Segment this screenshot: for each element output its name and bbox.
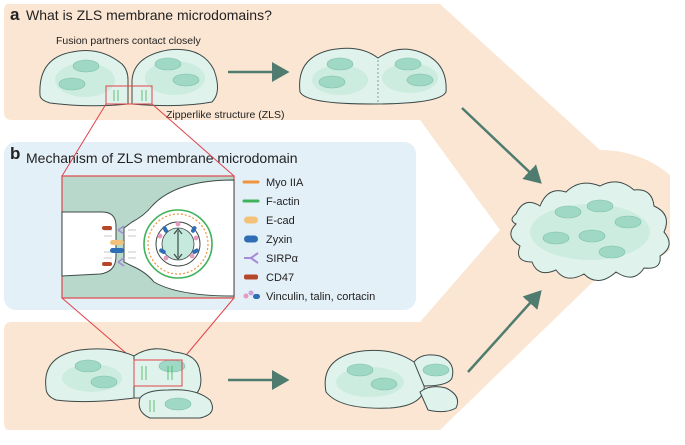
nucleus-icon (318, 75, 346, 89)
legend-swatch-icon (244, 274, 258, 280)
legend-label: E-cad (266, 215, 295, 227)
nucleus-icon (90, 375, 118, 389)
nucleus-icon (406, 73, 434, 87)
nucleus-icon (164, 397, 192, 411)
panel-b-letter: b (10, 144, 20, 163)
nucleus-icon (172, 73, 200, 87)
zls-highlight-box (105, 85, 153, 105)
nucleus-icon (394, 57, 422, 71)
nucleus-icon (346, 363, 374, 377)
legend-label: Vinculin, talin, cortacin (266, 291, 375, 303)
cell-group-bottom-right (324, 349, 459, 413)
arrow-diagonal-down-icon (461, 107, 542, 184)
legend-item: Zyxin (244, 234, 292, 246)
panel-a-letter: a (10, 5, 20, 24)
legend-item: Myo IIA (242, 177, 304, 189)
legend-swatch-icon (243, 290, 260, 299)
top-background-band (4, 4, 670, 430)
legend-item: Vinculin, talin, cortacin (243, 290, 375, 303)
nucleus-icon (74, 359, 102, 373)
legend-swatch-icon (244, 216, 258, 224)
arrow-diagonal-up-icon (467, 290, 542, 373)
zoom-line (61, 103, 107, 177)
legend-item: E-cad (244, 215, 295, 227)
nucleus-icon (72, 59, 100, 73)
legend-swatch-icon (244, 252, 259, 264)
legend-label: CD47 (266, 272, 294, 284)
nucleus-icon (578, 229, 606, 243)
zoom-line (181, 297, 235, 361)
zoom-line (61, 297, 135, 361)
nucleus-icon (326, 57, 354, 71)
zls-highlight-box (133, 359, 183, 387)
mechanism-inset (61, 175, 235, 299)
legend-item: F-actin (242, 196, 300, 208)
legend-label: SIRPα (266, 253, 299, 265)
legend-label: Myo IIA (266, 177, 304, 189)
zoom-line (151, 103, 235, 177)
nucleus-icon (542, 231, 570, 245)
cell-pair-fusing (299, 47, 447, 105)
nucleus-icon (154, 57, 182, 71)
nucleus-icon (586, 199, 614, 213)
legend: Myo IIA F-actinE-cadZyxinSIRPαCD47Vinculi… (242, 177, 375, 303)
legend-item: SIRPα (244, 252, 299, 265)
multinucleated-cell (510, 181, 670, 281)
legend-label: F-actin (266, 196, 300, 208)
nucleus-icon (554, 205, 582, 219)
panel-a-subtitle: Fusion partners contact closely (56, 35, 201, 47)
legend-swatch-icon (244, 235, 258, 243)
legend-label: Zyxin (266, 234, 292, 246)
panel-b-title: Mechanism of ZLS membrane microdomain (26, 150, 298, 166)
nucleus-icon (58, 77, 86, 91)
nucleus-icon (598, 245, 626, 259)
nucleus-icon (422, 363, 450, 377)
panel-a-title: What is ZLS membrane microdomains? (26, 7, 272, 23)
nucleus-icon (614, 215, 642, 229)
cell-pair-contact (39, 48, 218, 107)
zls-label: Zipperlike structure (ZLS) (166, 109, 284, 121)
cell-group-bottom-left (45, 348, 213, 419)
legend-item: CD47 (244, 272, 294, 284)
nucleus-icon (370, 377, 398, 391)
